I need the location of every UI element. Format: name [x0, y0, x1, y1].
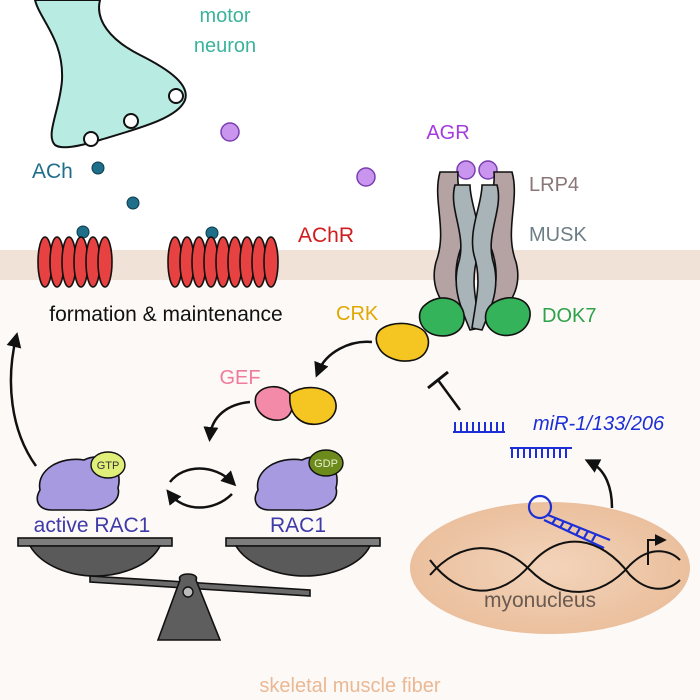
- arrow-crk-to-gef: [314, 340, 373, 378]
- cycle-arrow-top: [169, 467, 237, 487]
- ach-molecule: [76, 225, 90, 239]
- motor-neuron-terminal: [33, 0, 187, 149]
- mirna-label: miR-1/133/206: [533, 413, 665, 435]
- gtp-label: GTP: [97, 460, 120, 472]
- dok7-left: [418, 297, 465, 337]
- motor-neuron-label-1: motor: [199, 5, 250, 27]
- myonucleus: [410, 502, 690, 634]
- motor-neuron-label-2: neuron: [194, 35, 256, 57]
- achr-cluster-right: [167, 236, 279, 288]
- gdp-label: GDP: [314, 458, 338, 470]
- vesicle: [83, 131, 99, 147]
- dok7-label: DOK7: [542, 305, 596, 327]
- rac1-label: RAC1: [270, 514, 326, 537]
- crk-in-complex: [289, 386, 337, 425]
- myonucleus-label: myonucleus: [484, 589, 596, 612]
- agr-molecule: [356, 167, 376, 187]
- gdp-badge: [308, 449, 344, 477]
- musk-label: MUSK: [529, 224, 587, 246]
- lrp4-musk-complex: [433, 171, 519, 331]
- vesicle: [123, 113, 139, 129]
- ach-molecule: [126, 196, 140, 210]
- mirna-strand-1: [453, 422, 505, 433]
- promoter-arrow: [647, 534, 667, 565]
- balance-scale: [17, 537, 381, 641]
- skeletal-muscle-fiber-label: skeletal muscle fiber: [259, 675, 441, 697]
- inhibition-bar: [427, 370, 449, 390]
- dok7-right: [484, 296, 531, 337]
- ach-label: ACh: [32, 160, 73, 183]
- crk-protein: [375, 322, 430, 362]
- arrow-nucleus-to-mirna: [584, 459, 614, 509]
- mirna-strand-2: [510, 447, 572, 458]
- cell-membrane: [0, 250, 700, 280]
- vesicle: [168, 88, 184, 104]
- active-rac1-label: active RAC1: [34, 514, 151, 537]
- ach-molecule: [91, 161, 105, 175]
- agr-molecule: [220, 122, 240, 142]
- arrow-rac1-to-formation: [6, 332, 38, 467]
- agr-molecule: [478, 160, 498, 180]
- cycle-arrow-bottom: [166, 489, 233, 509]
- arrow-gef-to-rac1: [203, 400, 251, 442]
- dna-strand-2: [429, 540, 681, 592]
- crk-label: CRK: [336, 303, 379, 325]
- inhibition-line: [436, 379, 462, 411]
- agr-molecule: [456, 160, 476, 180]
- formation-maintenance-label: formation & maintenance: [49, 303, 282, 326]
- achr-cluster-left: [37, 236, 113, 288]
- pri-mirna-hairpin: [527, 494, 611, 549]
- dna-strand-1: [429, 547, 681, 593]
- achr-label: AChR: [298, 224, 354, 247]
- gtp-badge: [90, 451, 126, 479]
- lrp4-label: LRP4: [529, 174, 579, 196]
- agr-label: AGR: [426, 122, 469, 144]
- gef-label: GEF: [219, 367, 260, 389]
